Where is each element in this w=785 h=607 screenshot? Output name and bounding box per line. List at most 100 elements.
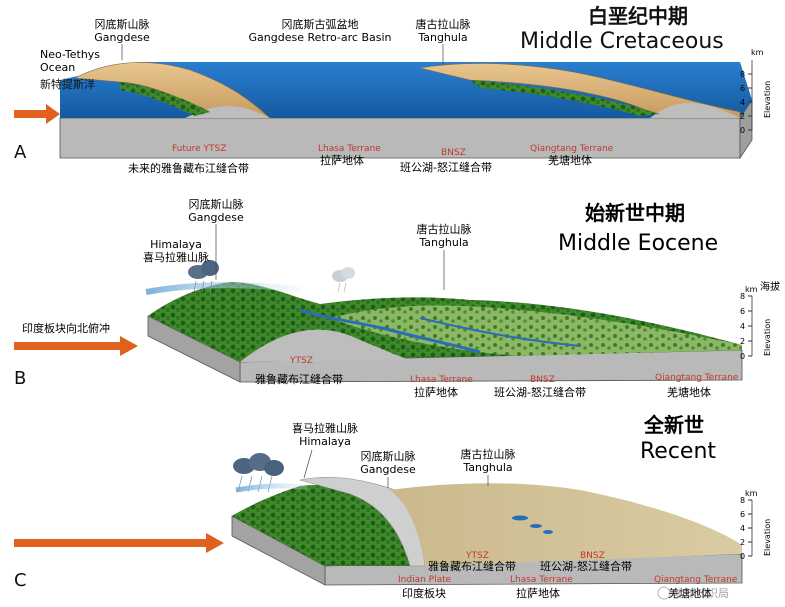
panel-c-himalaya-cn: 喜马拉雅山脉 xyxy=(292,421,358,435)
panel-a-ocean-en-1: Neo-Tethys xyxy=(40,48,100,61)
panel-c-plateau xyxy=(390,483,742,566)
panel-b-river-2 xyxy=(419,317,581,347)
panel-a-elevation-axis: km 0 2 4 6 8 Elevation xyxy=(740,48,772,135)
panel-b-tick-2: 2 xyxy=(740,337,745,346)
panel-c-tanghula-en: Tanghula xyxy=(462,461,512,474)
panel-b-axis-label: Elevation xyxy=(763,319,772,356)
panel-a-qiangtang-en: Qiangtang Terrane xyxy=(530,144,614,154)
panel-c-letter: C xyxy=(14,570,27,591)
panel-b-arrow-text: 印度板块向北俯冲 xyxy=(22,321,110,335)
panel-b-title-en: Middle Eocene xyxy=(558,231,718,256)
panel-c-elevation-axis: km 0 2 4 6 8 Elevation xyxy=(740,489,772,561)
panel-a-crust-front xyxy=(59,117,741,159)
panel-b-lhasa-en: Lhasa Terrane xyxy=(410,375,473,385)
panel-a-tick-6: 6 xyxy=(740,84,745,93)
panel-c-unit: km xyxy=(745,489,758,498)
panel-c-indian-en: Indian Plate xyxy=(398,575,452,585)
panel-c-lhasa-en: Lhasa Terrane xyxy=(510,575,573,585)
panel-b-title-cn: 始新世中期 xyxy=(585,201,685,225)
panel-a-gangdese-front xyxy=(185,105,270,118)
panel-b-tick-8: 8 xyxy=(740,292,745,301)
panel-a-unit: km xyxy=(751,48,764,57)
panel-a-qiangtang-cn: 羌塘地体 xyxy=(548,153,592,167)
panel-b-axis-cn: 海拔 xyxy=(760,280,780,293)
panel-a-title-cn: 白垩纪中期 xyxy=(588,4,688,28)
panel-b-lhasa-cn: 拉萨地体 xyxy=(414,385,458,399)
panel-c-qiangtang-en: Qiangtang Terrane xyxy=(654,575,738,585)
panel-a-tanghula-en: Tanghula xyxy=(417,31,467,44)
panel-c-tick-2: 2 xyxy=(740,538,745,547)
panel-a: A 白垩纪中期 Middle Cretaceous 冈底斯山脉 Gangdese… xyxy=(14,4,772,175)
panel-b-bnsz-en: BNSZ xyxy=(530,375,555,385)
panel-c-title-en: Recent xyxy=(640,439,716,464)
panel-c-himalaya-leader xyxy=(303,449,313,479)
panel-b-tick-0: 0 xyxy=(740,352,745,361)
panel-b-tanghula-en: Tanghula xyxy=(418,236,468,249)
panel-a-push-arrow xyxy=(14,104,60,124)
panel-c-ytsz-cn: 雅鲁藏布江缝合带 xyxy=(428,559,516,573)
panel-c-ytsz-en: YTSZ xyxy=(465,551,489,561)
panel-a-forest-right xyxy=(470,80,660,116)
watermark-text: 地球知识局 xyxy=(674,586,729,600)
panel-a-gangdese-cn: 冈底斯山脉 xyxy=(95,17,150,31)
watermark: 地球知识局 xyxy=(657,586,729,600)
panel-a-basin-en: Gangdese Retro-arc Basin xyxy=(249,31,392,44)
panel-b-rain-cloud-icon xyxy=(188,260,219,293)
panel-b-unit: km xyxy=(745,285,758,294)
panel-c-tanghula-cn: 唐古拉山脉 xyxy=(461,447,516,461)
panel-a-ocean-cn: 新特提斯洋 xyxy=(40,77,95,91)
panel-c-title-cn: 全新世 xyxy=(643,413,704,437)
panel-a-forest-left xyxy=(120,82,210,116)
panel-a-tick-8: 8 xyxy=(740,70,745,79)
panel-b-tick-4: 4 xyxy=(740,322,745,331)
panel-a-tick-2: 2 xyxy=(740,112,745,121)
panel-c-tick-4: 4 xyxy=(740,524,745,533)
panel-c-indian-cn: 印度板块 xyxy=(402,586,446,600)
panel-b-himalaya-en: Himalaya xyxy=(150,238,202,251)
panel-c-rain-cloud-icon xyxy=(233,453,284,493)
panel-b-qiangtang-en: Qiangtang Terrane xyxy=(655,373,739,383)
panel-a-tanghula-ridge xyxy=(419,63,741,119)
panel-a-tick-0: 0 xyxy=(740,126,745,135)
panel-a-letter: A xyxy=(14,142,27,163)
panel-c-lake xyxy=(512,515,528,521)
panel-b-ridge-front xyxy=(240,329,410,362)
panel-b-tick-6: 6 xyxy=(740,307,745,316)
panel-a-lhasa-en: Lhasa Terrane xyxy=(318,144,381,154)
panel-c-push-arrow xyxy=(14,533,224,553)
panel-a-ytsz-en: Future YTSZ xyxy=(172,144,226,154)
panel-c-himalaya-en: Himalaya xyxy=(299,435,351,448)
panel-b-gangdese-en: Gangdese xyxy=(188,211,244,224)
panel-b-bnsz-cn: 班公湖-怒江缝合带 xyxy=(494,385,586,399)
panel-c-bnsz-en: BNSZ xyxy=(580,551,605,561)
panel-c-tick-8: 8 xyxy=(740,496,745,505)
panel-c-wind-flow xyxy=(235,483,309,493)
panel-b-letter: B xyxy=(14,368,26,389)
panel-b-ytsz-en: YTSZ xyxy=(289,356,313,366)
panel-a-tanghula-cn: 唐古拉山脉 xyxy=(416,17,471,31)
panel-c-gangdese-en: Gangdese xyxy=(360,463,416,476)
panel-a-axis-label: Elevation xyxy=(763,81,772,118)
panel-b-himalaya-cn: 喜马拉雅山脉 xyxy=(143,250,209,264)
panel-a-lhasa-cn: 拉萨地体 xyxy=(320,153,364,167)
panel-c-axis-label: Elevation xyxy=(763,519,772,556)
panel-a-bnsz-en: BNSZ xyxy=(441,148,466,158)
panel-c-lhasa-cn: 拉萨地体 xyxy=(516,586,560,600)
panel-a-gangdese-ridge xyxy=(73,62,271,119)
panel-b-gangdese-cn: 冈底斯山脉 xyxy=(189,197,244,211)
panel-b-tanghula-cn: 唐古拉山脉 xyxy=(417,222,472,236)
panel-a-basin-cn: 冈底斯古弧盆地 xyxy=(282,17,359,31)
panel-b-push-arrow xyxy=(14,336,138,356)
panel-c-lake-2 xyxy=(530,524,542,528)
panel-c-qiangtang-cn: 羌塘地体 xyxy=(668,586,712,600)
panel-b-qiangtang-cn: 羌塘地体 xyxy=(667,385,711,399)
panel-b-wind-flow xyxy=(145,281,301,295)
panel-c-tick-0: 0 xyxy=(740,552,745,561)
panel-b-elevation-axis: km 海拔 0 2 4 6 8 Elevation xyxy=(740,280,780,361)
panel-c-tick-6: 6 xyxy=(740,510,745,519)
panel-c-gangdese-cn: 冈底斯山脉 xyxy=(361,449,416,463)
panel-a-ocean-en-2: Ocean xyxy=(40,61,75,74)
panel-a-gangdese-en: Gangdese xyxy=(94,31,150,44)
panel-a-tick-4: 4 xyxy=(740,98,745,107)
panel-a-ytsz-cn: 未来的雅鲁藏布江缝合带 xyxy=(128,161,249,175)
